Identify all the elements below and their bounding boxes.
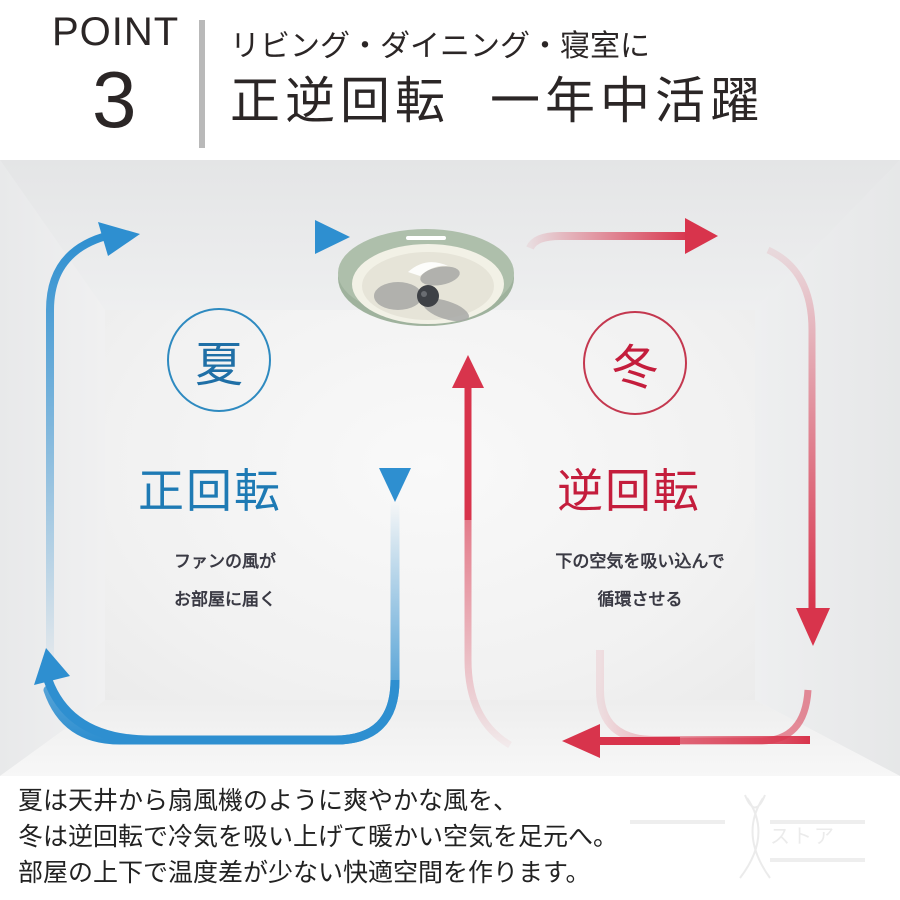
summer-description-line-1: ファンの風が: [174, 552, 276, 572]
summer-season-badge: 夏: [167, 308, 271, 412]
winter-arrowhead-right-top: [685, 218, 718, 254]
summer-mode-label: 正回転: [138, 464, 282, 518]
summer-arrowhead-down: [379, 468, 411, 502]
winter-arrowhead-left-bottom: [562, 724, 600, 758]
title-part-1: 正逆回転: [230, 72, 450, 130]
point-number: 3: [92, 55, 137, 144]
header: POINT 3 リビング・ダイニング・寝室に 正逆回転一年中活躍: [0, 0, 900, 160]
winter-arrowhead-down-right: [796, 608, 830, 646]
summer-arrow-left-rising: [46, 231, 114, 664]
footer-line-3: 部屋の上下で温度差が少ない快適空間を作ります。: [18, 858, 591, 887]
winter-description-line-1: 下の空気を吸い込んで: [555, 552, 725, 572]
winter-description: 下の空気を吸い込んで 循環させる: [500, 543, 780, 619]
summer-description-line-2: お部屋に届く: [174, 590, 276, 610]
point-label: POINT: [52, 10, 180, 54]
winter-season-badge: 冬: [583, 311, 687, 415]
header-title: 正逆回転一年中活躍: [230, 76, 765, 126]
header-subtitle: リビング・ダイニング・寝室に: [230, 29, 650, 64]
footer-line-1: 夏は天井から扇風機のように爽やかな風を、: [18, 786, 519, 815]
header-divider: [199, 20, 205, 148]
title-part-2: 一年中活躍: [490, 72, 765, 130]
footer-line-2: 冬は逆回転で冷気を吸い上げて暖かい空気を足元へ。: [18, 822, 619, 851]
winter-mode-label: 逆回転: [557, 464, 701, 518]
summer-description: ファンの風が お部屋に届く: [130, 543, 320, 619]
ceiling-fan-image: [338, 229, 514, 326]
summer-arrowhead-up-left: [98, 222, 140, 256]
summer-arrowhead-up-bottom: [34, 648, 70, 685]
summer-arrowhead-right-top: [315, 220, 350, 254]
winter-description-line-2: 循環させる: [597, 590, 683, 610]
footer-description: 夏は天井から扇風機のように爽やかな風を、 冬は逆回転で冷気を吸い上げて暖かい空気…: [0, 776, 900, 900]
winter-arrowhead-up-center: [452, 355, 484, 388]
